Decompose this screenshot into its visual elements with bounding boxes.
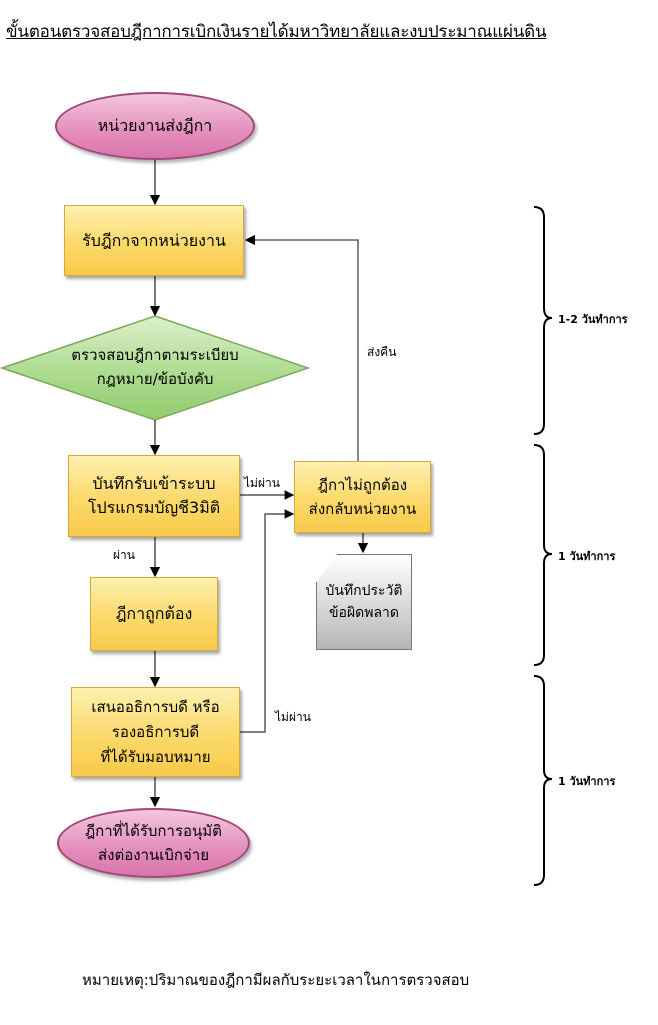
record-label-2: โปรแกรมบัญชี3มิติ bbox=[87, 498, 221, 517]
edge-incorrect-receive bbox=[244, 234, 359, 461]
edge-label-fail-1: ไม่ผ่าน bbox=[244, 476, 280, 490]
brace-3 bbox=[533, 675, 553, 886]
start-label: หน่วยงานส่งฎีกา bbox=[97, 116, 213, 135]
propose-label-1: เสนออธิการบดี หรือ bbox=[91, 697, 220, 716]
receive-node: รับฎีกาจากหน่วยงาน bbox=[64, 205, 244, 276]
correct-label: ฎีกาถูกต้อง bbox=[115, 604, 193, 623]
incorrect-label-1: ฎีกาไม่ถูกต้อง bbox=[317, 476, 408, 494]
receive-label: รับฎีกาจากหน่วยงาน bbox=[82, 230, 226, 250]
check-label-1: ตรวจสอบฎีกาตามระเบียบ bbox=[71, 346, 239, 364]
propose-label-3: ที่ได้รับมอบหมาย bbox=[100, 747, 211, 766]
brace-2 bbox=[533, 444, 553, 666]
start-node: หน่วยงานส่งฎีกา bbox=[55, 92, 255, 160]
propose-label-2: รองอธิการบดี bbox=[111, 722, 200, 741]
edge-label-return: ส่งคืน bbox=[367, 345, 397, 359]
errorlog-label-1: บันทึกประวัติ bbox=[325, 583, 403, 599]
record-label-1: บันทึกรับเข้าระบบ bbox=[92, 474, 216, 493]
propose-node: เสนออธิการบดี หรือ รองอธิการบดี ที่ได้รั… bbox=[71, 687, 240, 777]
duration-3: 1 วันทำการ bbox=[558, 775, 616, 788]
end-label-2: ส่งต่องานเบิกจ่าย bbox=[98, 846, 209, 864]
end-label-1: ฎีกาที่ได้รับการอนุมัติ bbox=[85, 822, 222, 840]
check-node: ตรวจสอบฎีกาตามระเบียบ กฎหมาย/ข้อบังคับ bbox=[30, 338, 280, 396]
edge-label-pass: ผ่าน bbox=[113, 548, 135, 562]
incorrect-node: ฎีกาไม่ถูกต้อง ส่งกลับหน่วยงาน bbox=[294, 461, 431, 533]
duration-2: 1 วันทำการ bbox=[558, 550, 616, 563]
page-title: ขั้นตอนตรวจสอบฎีกาการเบิกเงินรายได้มหาวิ… bbox=[6, 22, 547, 42]
errorlog-label-2: ข้อผิดพลาด bbox=[328, 605, 400, 621]
errorlog-node: บันทึกประวัติ ข้อผิดพลาด bbox=[316, 554, 412, 650]
duration-1: 1-2 วันทำการ bbox=[558, 313, 628, 326]
end-node: ฎีกาที่ได้รับการอนุมัติ ส่งต่องานเบิกจ่า… bbox=[57, 808, 250, 878]
brace-1 bbox=[533, 206, 553, 435]
record-node: บันทึกรับเข้าระบบ โปรแกรมบัญชี3มิติ bbox=[68, 455, 240, 537]
incorrect-label-2: ส่งกลับหน่วยงาน bbox=[308, 500, 417, 518]
edge-label-fail-2: ไม่ผ่าน bbox=[275, 710, 311, 724]
check-label-2: กฎหมาย/ข้อบังคับ bbox=[96, 370, 214, 388]
correct-node: ฎีกาถูกต้อง bbox=[90, 577, 218, 651]
edge-propose-incorrect bbox=[240, 509, 295, 733]
footnote: หมายเหตุ:ปริมาณของฎีกามีผลกับระยะเวลาในก… bbox=[82, 971, 470, 989]
